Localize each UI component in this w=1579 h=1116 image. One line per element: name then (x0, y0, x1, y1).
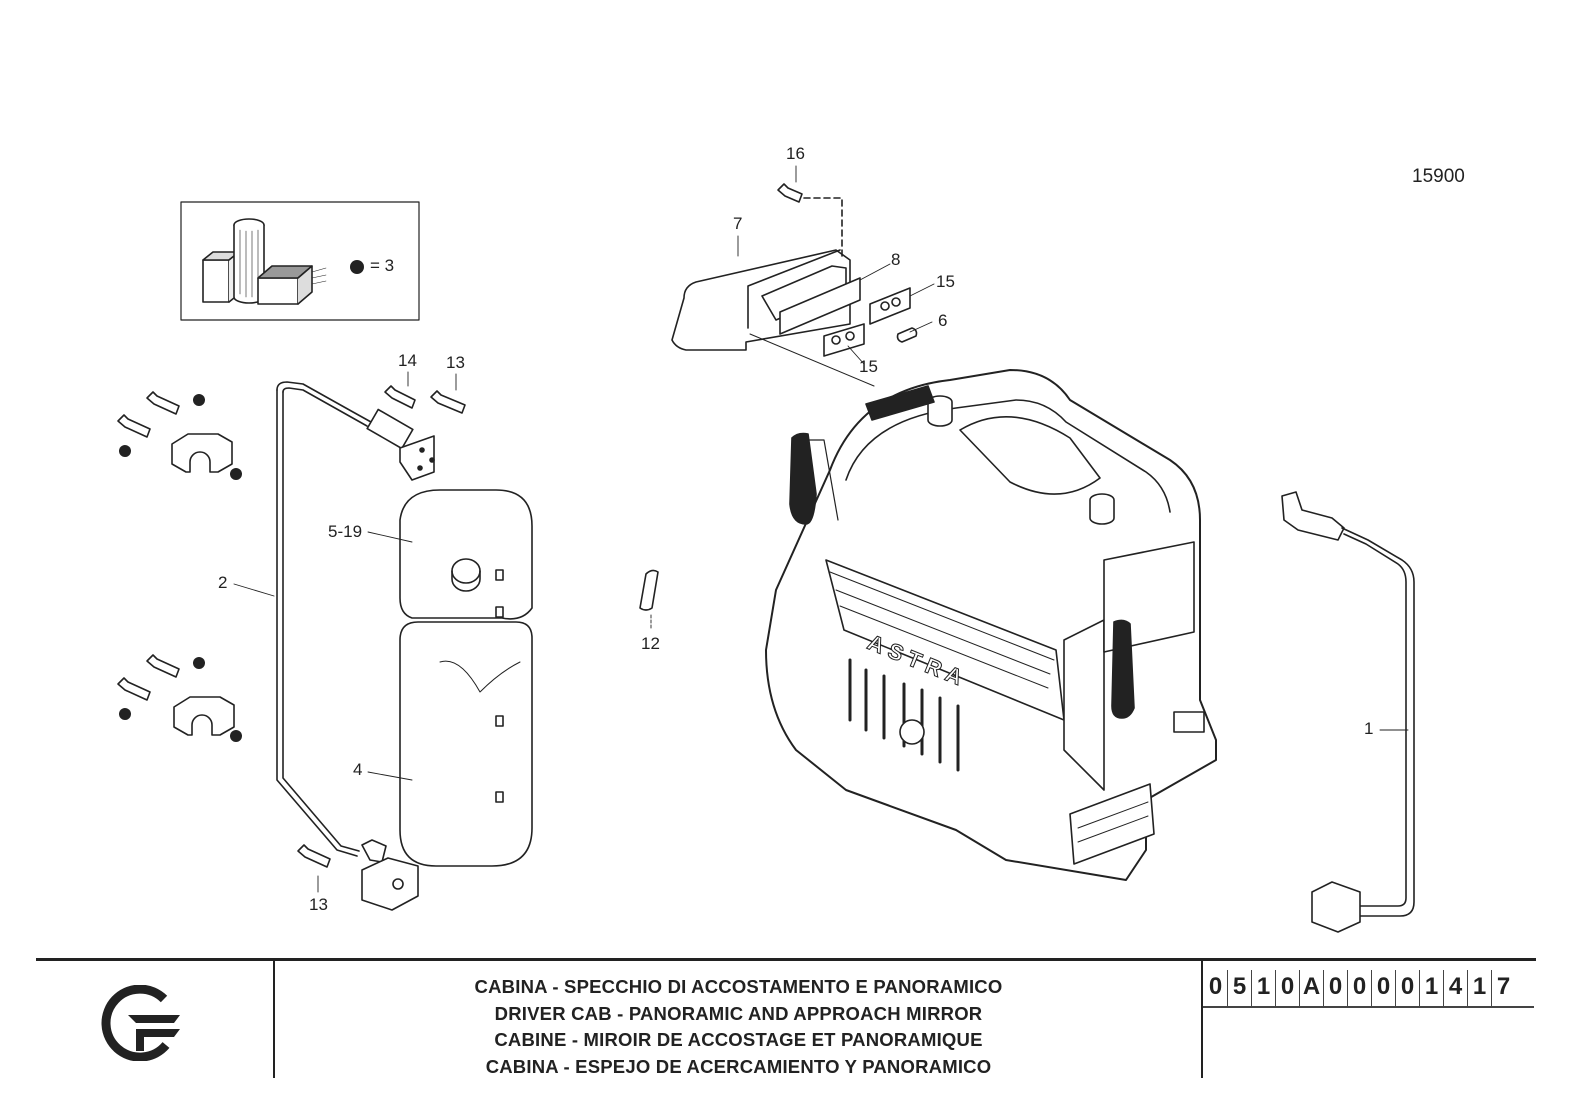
mirror-arm-left (276, 381, 435, 911)
reference-number: 15900 (1412, 166, 1465, 187)
callout-12: 12 (641, 634, 660, 653)
callout-14: 14 (398, 351, 417, 370)
mirror-glasses (399, 489, 533, 867)
title-italian: CABINA - SPECCHIO DI ACCOSTAMENTO E PANO… (474, 976, 1003, 997)
footer-separator-left (273, 960, 275, 1078)
code-digit: 0 (1204, 970, 1228, 1006)
footer-divider (36, 958, 1536, 961)
title-french: CABINE - MIROIR DE ACCOSTAGE ET PANORAMI… (494, 1029, 983, 1050)
code-digit: 0 (1396, 970, 1420, 1006)
callout-15-lower: 15 (859, 357, 878, 376)
clip-item-12 (639, 569, 659, 611)
code-digit: 0 (1372, 970, 1396, 1006)
mirror-arm-right (1281, 491, 1415, 933)
code-digit: 1 (1252, 970, 1276, 1006)
callout-2: 2 (218, 573, 228, 592)
title-english: DRIVER CAB - PANORAMIC AND APPROACH MIRR… (494, 1002, 983, 1024)
code-digit: 0 (1348, 970, 1372, 1006)
bolts-left (117, 385, 466, 868)
callout-4: 4 (353, 760, 363, 779)
footer-separator-right (1201, 960, 1203, 1078)
code-digit: 5 (1228, 970, 1252, 1006)
callout-15-upper: 15 (936, 272, 955, 291)
title-block: CABINA - SPECCHIO DI ACCOSTAMENTO E PANO… (276, 974, 1201, 1080)
code-digit: 0 (1324, 970, 1348, 1006)
brand-logo (101, 985, 180, 1061)
title-spanish: CABINA - ESPEJO DE ACERCAMIENTO Y PANORA… (485, 1055, 992, 1077)
callout-7: 7 (733, 214, 743, 233)
leader-lines (233, 165, 1409, 893)
callout-6: 6 (938, 311, 948, 330)
part-code: 0 5 1 0 A 0 0 0 0 1 4 1 7 (1204, 970, 1515, 1006)
code-digit: 4 (1444, 970, 1468, 1006)
driver-cab (765, 369, 1217, 881)
callout-5-19: 5-19 (328, 522, 363, 541)
part-code-underline (1203, 1006, 1534, 1008)
legend-text: = 3 (370, 256, 395, 275)
panoramic-mirror-assembly (671, 183, 918, 387)
legend-box (180, 201, 420, 321)
callout-8: 8 (891, 250, 901, 269)
code-digit: A (1300, 970, 1324, 1006)
code-digit: 1 (1420, 970, 1444, 1006)
code-digit: 1 (1468, 970, 1492, 1006)
callout-13-lower: 13 (309, 895, 328, 914)
callout-16: 16 (786, 144, 805, 163)
callout-13-upper: 13 (446, 353, 465, 372)
parts-diagram: ASTRA (117, 165, 1415, 933)
code-digit: 0 (1276, 970, 1300, 1006)
code-digit: 7 (1496, 973, 1511, 1000)
callout-1: 1 (1364, 719, 1374, 738)
